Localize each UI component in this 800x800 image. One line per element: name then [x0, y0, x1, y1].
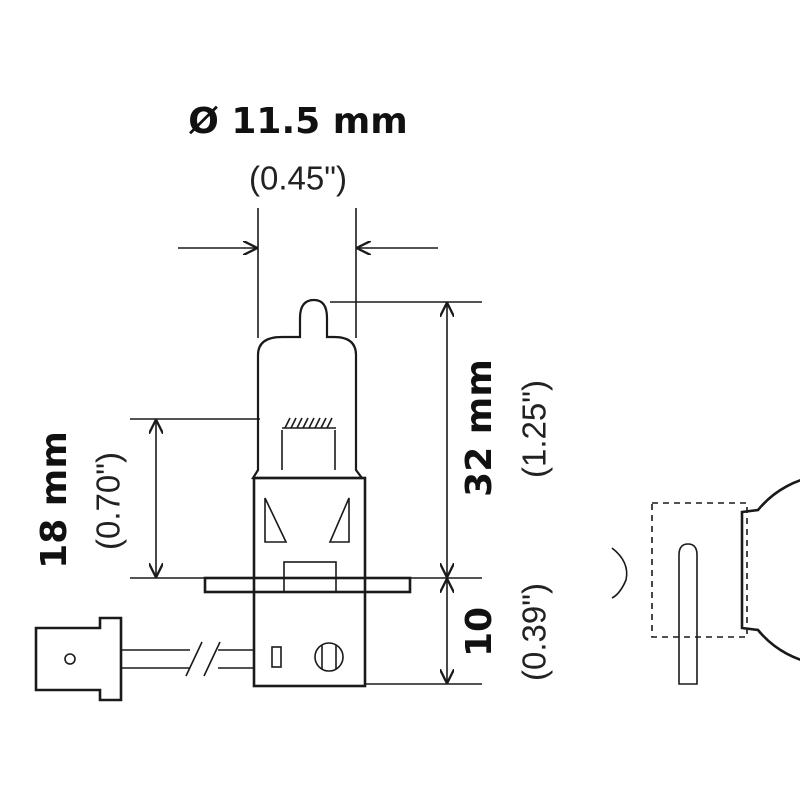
total-height-metric-label: 32 mm: [459, 359, 500, 497]
base-triangle-left: [264, 497, 288, 543]
end-view-notch: [611, 547, 628, 599]
end-view-contact-tab: [678, 543, 698, 685]
base-triangle-right: [328, 497, 350, 543]
lead-wire: [120, 641, 254, 677]
base-height-metric-label: 10: [459, 606, 500, 658]
diameter-metric-label: Ø 11.5 mm: [188, 101, 408, 142]
total-height-dimension: [330, 301, 482, 685]
end-view-hidden-outline: [651, 502, 748, 638]
wire-connector: [34, 616, 123, 702]
diameter-dimension: [178, 208, 438, 338]
filament: [281, 417, 336, 470]
filament-height-dimension: [130, 418, 260, 579]
bulb-base: [252, 476, 367, 688]
base-slot: [271, 646, 282, 668]
mounting-flange: [203, 576, 412, 594]
diameter-imperial-label: (0.45"): [249, 159, 347, 197]
base-height-imperial-label: (0.39"): [515, 583, 553, 681]
base-screw: [314, 642, 344, 672]
glass-capsule: [251, 298, 365, 480]
base-end-view: [611, 479, 800, 685]
total-height-imperial-label: (1.25"): [515, 380, 553, 478]
filament-height-metric-label: 18 mm: [34, 431, 75, 569]
filament-height-imperial-label: (0.70"): [89, 452, 127, 550]
